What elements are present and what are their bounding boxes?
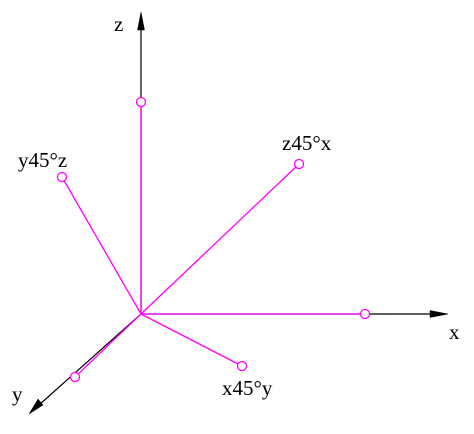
coordinate-axes bbox=[28, 11, 449, 415]
vector-y45z bbox=[61, 176, 142, 315]
labels: z x y z45°x y45°z x45°y bbox=[12, 12, 460, 406]
vector-y bbox=[74, 313, 142, 378]
marker-z45x bbox=[293, 158, 305, 170]
x45y-label: x45°y bbox=[222, 376, 273, 400]
z-axis-arrowhead bbox=[137, 11, 145, 31]
marker-z bbox=[135, 96, 147, 108]
y-axis-line bbox=[38, 313, 142, 406]
x-axis-label: x bbox=[449, 320, 460, 344]
x-axis-arrowhead bbox=[429, 310, 449, 318]
vector-endpoints bbox=[56, 96, 371, 383]
z-axis-label: z bbox=[114, 12, 123, 36]
vector-lines bbox=[61, 102, 365, 378]
marker-y bbox=[69, 371, 81, 383]
marker-y45z bbox=[56, 171, 68, 183]
vector-z45x bbox=[140, 163, 300, 315]
z45x-label: z45°x bbox=[282, 131, 332, 155]
vector-x45y bbox=[140, 313, 243, 367]
y-axis-arrowhead bbox=[28, 398, 44, 415]
marker-x45y bbox=[236, 360, 248, 372]
marker-x bbox=[359, 308, 371, 320]
y45z-label: y45°z bbox=[18, 148, 67, 172]
y-axis-label: y bbox=[12, 382, 23, 406]
